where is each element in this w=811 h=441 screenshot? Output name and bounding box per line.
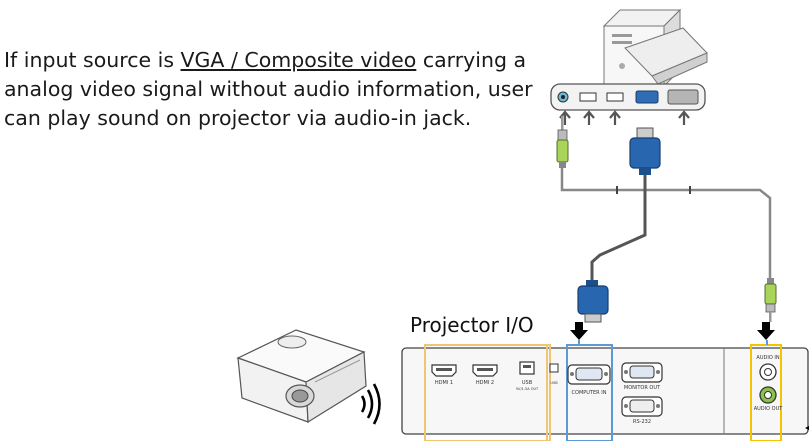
audio-out-label: AUDIO OUT [754, 406, 784, 412]
usb-label: USB [522, 380, 533, 386]
audio-cable [560, 168, 772, 278]
audio-in-port: AUDIO IN [756, 355, 780, 381]
audio-in-label: AUDIO IN [756, 355, 779, 361]
hdmi-port-1: HDMI 1 [431, 364, 457, 386]
pc-hdmi-port [606, 92, 624, 102]
audio-out-port: AUDIO OUT [754, 386, 784, 412]
hdmi2-label: HDMI 2 [476, 380, 494, 386]
vga-connector-bottom [577, 280, 609, 323]
usb-port: USB 5V/1.5A OUT [516, 361, 539, 391]
monitor-out-label: MONITOR OUT [624, 385, 661, 391]
computer-rear-panel [550, 83, 706, 125]
pc-vga-port [635, 90, 659, 104]
usb-sub-label: 5V/1.5A OUT [516, 387, 539, 391]
computer-in-port: COMPUTER IN [567, 364, 611, 396]
vga-connector-top [629, 127, 661, 175]
vga-arrow-icon [570, 322, 588, 340]
vga-cable [590, 174, 647, 280]
audio-plug-bottom [764, 278, 777, 322]
audio-plug-top [556, 116, 569, 168]
mini-usb-port: USB [549, 363, 559, 385]
computer-in-label: COMPUTER IN [572, 390, 607, 396]
mini-usb-label: USB [550, 381, 558, 385]
pc-usb-port [579, 92, 597, 102]
hdmi1-label: HDMI 1 [435, 380, 453, 386]
audio-arrow-icon [757, 322, 775, 340]
hdmi-port-2: HDMI 2 [472, 364, 498, 386]
rs232-port: RS-232 [621, 396, 663, 425]
projector-io-panel [401, 347, 809, 435]
caption-highlight: VGA / Composite video [180, 48, 417, 72]
caption-text: If input source is VGA / Composite video… [4, 46, 534, 133]
pc-serial-port [667, 89, 699, 105]
caption-before: If input source is [4, 48, 181, 72]
projector-io-label: Projector I/O [410, 313, 534, 337]
monitor-out-port: MONITOR OUT [621, 362, 663, 391]
sound-waves-icon [360, 383, 381, 425]
computer-icon [602, 8, 708, 88]
projector-icon [236, 329, 367, 424]
hdmi-highlight-box [424, 344, 551, 441]
caption-after: carrying a analog video signal without a… [4, 48, 533, 130]
rs232-label: RS-232 [633, 419, 651, 425]
